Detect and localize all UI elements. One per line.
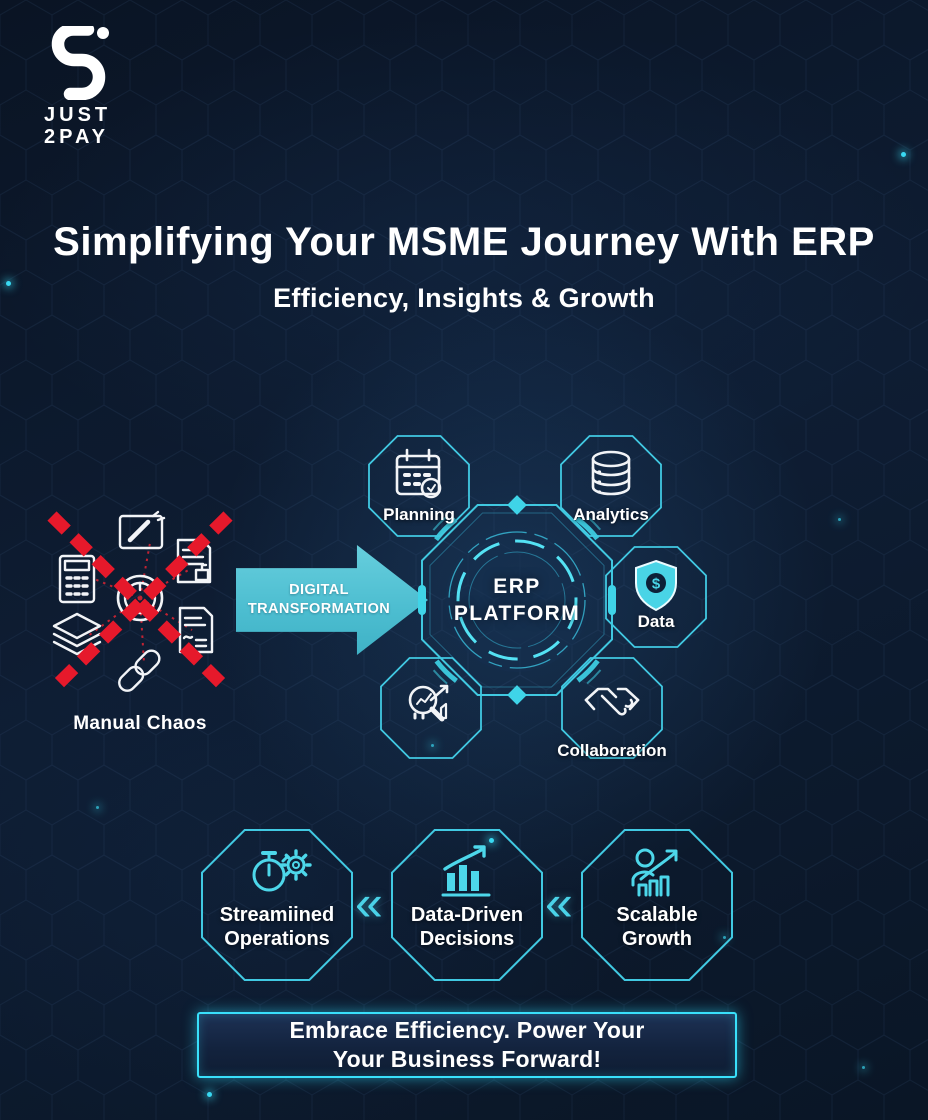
glow-dot bbox=[838, 518, 841, 521]
benefit-scalable-growth: Scalable Growth bbox=[579, 827, 735, 983]
stopwatch-gear-icon bbox=[252, 849, 312, 892]
logo-wordmark-line2: 2PAY bbox=[44, 125, 109, 148]
dollar-glyph: $ bbox=[652, 576, 661, 593]
glow-dot bbox=[489, 838, 494, 843]
chain-link-icon bbox=[118, 649, 161, 692]
benefit-label-line1: Scalable bbox=[616, 904, 698, 926]
satellite-collaboration-label: Collaboration bbox=[557, 741, 667, 760]
satellite-analytics-label: Analytics bbox=[573, 505, 649, 524]
cta-line1: Embrace Efficiency. Power Your bbox=[289, 1017, 645, 1044]
red-cross-icon bbox=[47, 511, 233, 695]
benefit-label-line1: Data-Driven bbox=[410, 904, 524, 926]
chevron-left-separator: « bbox=[355, 875, 383, 931]
satellite-planning-label: Planning bbox=[383, 505, 455, 524]
benefit-label-line2: Decisions bbox=[419, 928, 515, 951]
transformation-arrow: DIGITAL TRANSFORMATION bbox=[236, 545, 428, 655]
glow-dot bbox=[862, 1066, 865, 1069]
benefit-data-driven-decisions: Data-Driven Decisions bbox=[389, 827, 545, 983]
arrow-label-line2: TRANSFORMATION bbox=[247, 601, 391, 617]
database-icon bbox=[591, 450, 631, 496]
page-title: Simplifying Your MSME Journey With ERP bbox=[53, 220, 875, 264]
shield-dollar-icon: $ bbox=[635, 559, 677, 612]
person-growth-icon bbox=[631, 848, 678, 897]
satellite-data-label: Data bbox=[637, 612, 675, 631]
benefit-label-line1: Streamiined bbox=[219, 904, 335, 926]
logo-monogram-icon bbox=[51, 23, 109, 101]
chevron-left-separator: « bbox=[545, 875, 573, 931]
glow-dot bbox=[96, 806, 99, 809]
brand-logo: JUST 2PAY bbox=[42, 23, 212, 148]
erp-hub: ERP PLATFORM bbox=[407, 490, 627, 710]
glow-dot bbox=[207, 1092, 212, 1097]
calendar-icon bbox=[395, 448, 442, 499]
satellite-insights bbox=[379, 656, 483, 760]
satellite-analytics: Analytics bbox=[559, 434, 663, 538]
benefit-streamlined-operations: Streamiined Operations bbox=[199, 827, 355, 983]
satellite-planning: Planning bbox=[367, 434, 471, 538]
arrow-label-line1: DIGITAL bbox=[289, 582, 349, 599]
manual-chaos-label: Manual Chaos bbox=[73, 713, 207, 734]
glow-dot bbox=[431, 744, 434, 747]
erp-hub-frame bbox=[407, 490, 627, 710]
logo-wordmark-line1: JUST bbox=[44, 104, 112, 126]
document-signature-icon bbox=[178, 606, 214, 654]
cta-line2: Your Business Forward! bbox=[332, 1046, 602, 1072]
manual-chaos-graphic bbox=[47, 510, 233, 695]
calculator-icon bbox=[58, 554, 96, 604]
whiteboard-pen-icon bbox=[118, 510, 166, 550]
magnifier-chart-icon bbox=[408, 684, 449, 722]
page-subtitle: Efficiency, Insights & Growth bbox=[273, 283, 655, 313]
glow-dot bbox=[723, 936, 726, 939]
glow-dot bbox=[6, 281, 11, 286]
satellite-data: $ Data bbox=[604, 545, 708, 649]
bar-chart-arrow-icon bbox=[441, 845, 491, 897]
glow-dot bbox=[901, 152, 906, 157]
cta-banner: Embrace Efficiency. Power Your Your Busi… bbox=[197, 1012, 737, 1078]
hub-label-line2: PLATFORM bbox=[453, 602, 581, 625]
benefit-label-line2: Growth bbox=[622, 928, 692, 951]
benefit-label-line2: Operations bbox=[224, 928, 330, 951]
hub-label-line1: ERP bbox=[493, 574, 541, 598]
satellite-collaboration: Collaboration bbox=[557, 656, 667, 760]
handshake-icon bbox=[584, 687, 640, 716]
clock-hub-icon bbox=[116, 574, 164, 622]
